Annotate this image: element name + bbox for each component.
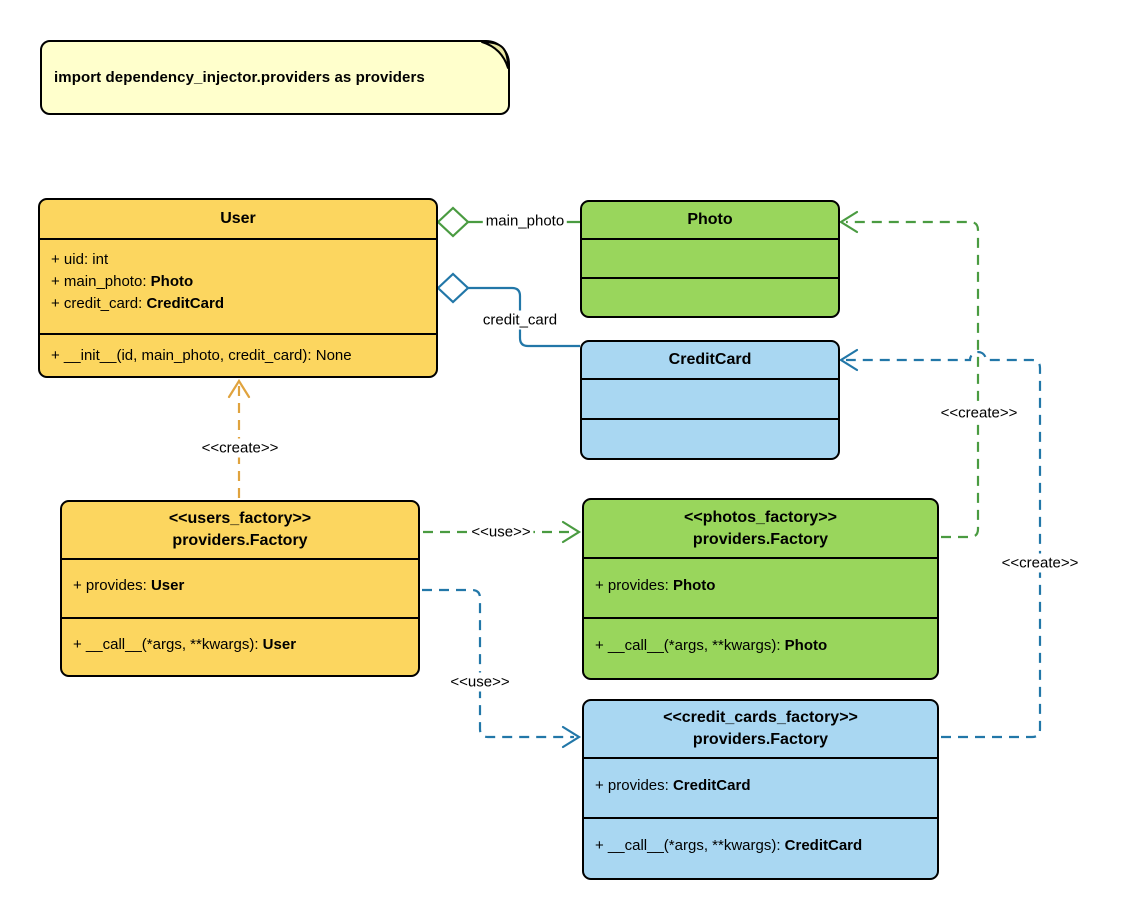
attribute-text: + provides: [73,577,151,594]
aggregation-diamond-main-photo [436,206,470,238]
class-user: User + uid: int + main_photo: Photo + cr… [38,198,438,378]
note: import dependency_injector.providers as … [40,40,510,115]
method-call: + __call__(*args, **kwargs): User [73,634,407,656]
method-type: Photo [784,637,828,654]
class-photo: Photo [580,200,840,318]
class-user-attributes: + uid: int + main_photo: Photo + credit_… [40,238,436,333]
class-user-title: User [40,200,436,238]
class-credit-cards-factory-methods: + __call__(*args, **kwargs): CreditCard [584,817,937,878]
method-text: + __call__(*args, **kwargs): [73,636,263,653]
method-text: + __call__(*args, **kwargs): [595,637,785,654]
class-credit-card-attributes-empty [582,378,838,418]
class-stereotype: <<photos_factory>> [684,508,837,526]
method-call: + __call__(*args, **kwargs): Photo [595,635,926,657]
attribute-provides: + provides: CreditCard [595,775,926,797]
attribute-text: + provides: [595,777,673,794]
class-credit-cards-factory: <<credit_cards_factory>> providers.Facto… [582,699,939,880]
class-name: providers.Factory [172,532,308,549]
attribute-type: Photo [150,273,194,290]
class-stereotype: <<credit_cards_factory>> [663,709,858,726]
create-credit-card-arrowhead [838,348,859,372]
attribute-main-photo: + main_photo: Photo [51,271,425,293]
class-name: providers.Factory [692,530,829,548]
attribute-type: User [150,577,185,594]
use-credit-cards-arrow-line [422,588,574,739]
attribute-type: Photo [672,577,716,594]
use-photos-arrowhead [561,520,582,544]
attribute-text: + main_photo: [51,273,151,290]
create-photo-arrow-line [846,220,980,539]
attribute-credit-card: + credit_card: CreditCard [51,293,425,315]
edge-label-use-photos: <<use>> [468,522,534,542]
method-call: + __call__(*args, **kwargs): CreditCard [595,835,926,857]
note-text: import dependency_injector.providers as … [54,69,425,86]
class-users-factory-attributes: + provides: User [62,558,418,617]
class-photos-factory-title: <<photos_factory>> providers.Factory [584,500,937,557]
method-text: + __init__(id, main_photo, credit_card):… [51,347,352,364]
class-credit-cards-factory-attributes: + provides: CreditCard [584,757,937,817]
class-credit-card-title: CreditCard [582,342,838,378]
edge-label-credit-card: credit_card [479,310,561,330]
attribute-provides: + provides: Photo [595,575,926,597]
edge-label-main-photo: main_photo [482,211,568,231]
method-type: CreditCard [784,837,863,854]
method-init: + __init__(id, main_photo, credit_card):… [51,345,425,367]
class-name: providers.Factory [692,731,829,748]
create-user-arrowhead [227,378,251,399]
class-user-methods: + __init__(id, main_photo, credit_card):… [40,333,436,376]
class-credit-card-methods-empty [582,418,838,458]
attribute-uid: + uid: int [51,249,425,271]
class-users-factory-methods: + __call__(*args, **kwargs): User [62,617,418,675]
attribute-text: + uid: int [51,251,109,268]
class-photos-factory-attributes: + provides: Photo [584,557,937,617]
class-photo-attributes-empty [582,238,838,277]
class-credit-cards-factory-title: <<credit_cards_factory>> providers.Facto… [584,701,937,757]
attribute-text: + provides: [595,577,673,594]
class-photo-methods-empty [582,277,838,316]
class-name: CreditCard [668,351,752,368]
class-photo-title: Photo [582,202,838,238]
class-users-factory: <<users_factory>> providers.Factory + pr… [60,500,420,677]
class-stereotype: <<users_factory>> [168,510,312,527]
edge-label-create-credit-card: <<create>> [998,553,1082,573]
attribute-text: + credit_card: [51,295,147,312]
edge-label-create-photo: <<create>> [937,403,1021,423]
edge-label-use-credit-cards: <<use>> [447,672,513,692]
class-users-factory-title: <<users_factory>> providers.Factory [62,502,418,558]
note-fold-icon [481,41,509,69]
attribute-type: CreditCard [146,295,224,312]
attribute-provides: + provides: User [73,575,407,597]
create-photo-arrowhead [838,210,859,234]
class-photos-factory: <<photos_factory>> providers.Factory + p… [582,498,939,680]
class-credit-card: CreditCard [580,340,840,460]
use-credit-cards-arrowhead [561,725,582,749]
aggregation-diamond-credit-card [436,272,470,304]
edge-label-create-user: <<create>> [198,438,282,458]
attribute-type: CreditCard [672,777,751,794]
method-type: User [262,636,297,653]
class-name: User [220,210,256,227]
class-photos-factory-methods: + __call__(*args, **kwargs): Photo [584,617,937,678]
class-name: Photo [687,211,733,228]
method-text: + __call__(*args, **kwargs): [595,837,785,854]
